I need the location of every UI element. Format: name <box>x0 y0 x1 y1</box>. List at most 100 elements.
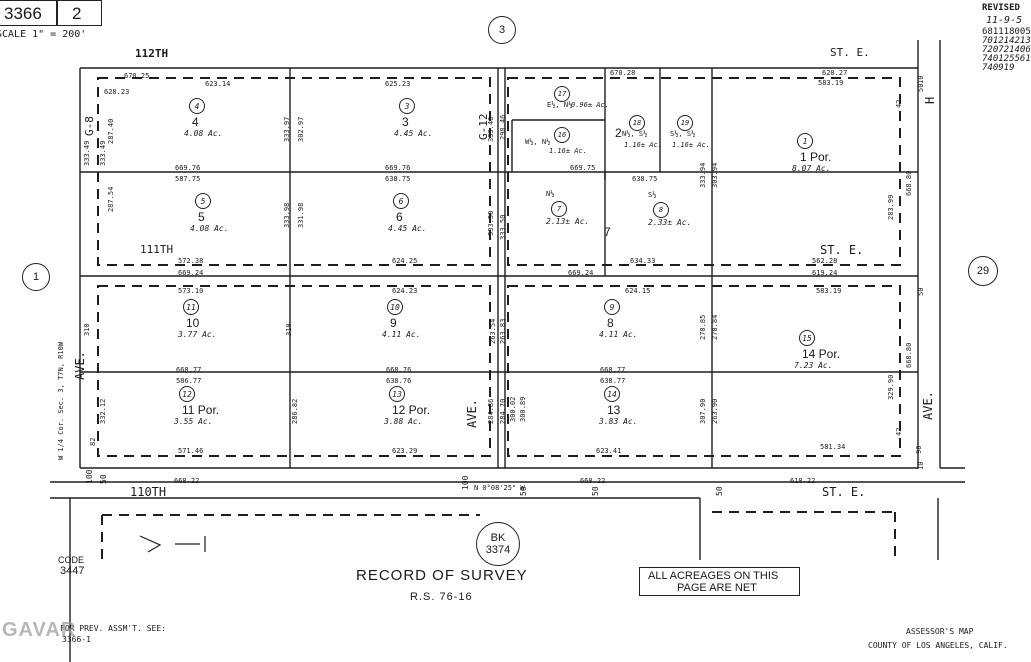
dimension-label: 329.90 <box>887 374 895 400</box>
dimension-label: 310 <box>83 323 91 336</box>
dimension-label: 284.70 <box>499 398 507 424</box>
parcel-number: 2 <box>615 126 622 140</box>
dimension-label: 624.25 <box>392 257 418 265</box>
dimension-label: 638.77 <box>600 377 626 385</box>
road-width-label: 50 <box>715 486 724 496</box>
parcel-number: 13 <box>607 403 621 417</box>
subparcel-circle: 7 <box>551 201 567 217</box>
previous-assessment-note: FOR PREV. ASSM'T. SEE: <box>60 624 166 633</box>
dimension-label: 270.85 <box>699 314 707 340</box>
parcel-acreage: 3.77 Ac. <box>178 330 217 339</box>
parcel-number: 5 <box>198 210 205 224</box>
dimension-label: 333.50 <box>499 214 507 240</box>
subparcel-description: E½, N½ <box>547 101 573 109</box>
dimension-label: 670.25 <box>124 72 150 80</box>
watermark: GAVAR <box>2 619 77 641</box>
subparcel-acreage: 1.16± Ac. <box>624 141 662 149</box>
parcel-acreage: 4.08 Ac. <box>190 224 229 233</box>
parcel-circle: 6 <box>393 193 409 209</box>
subparcel-circle: 18 <box>629 115 645 131</box>
footer-county: COUNTY OF LOS ANGELES, CALIF. <box>868 641 1008 650</box>
acreage-note: PAGE ARE NET <box>677 582 757 594</box>
street-label: H <box>923 96 937 104</box>
dimension-label: 625.23 <box>385 80 411 88</box>
parcel-number: 9 <box>390 316 397 330</box>
dimension-label: 668.22 <box>174 477 200 485</box>
dimension-label: 638.75 <box>385 175 411 183</box>
previous-assessment-ref: 3366-1 <box>62 635 91 644</box>
book-number: 3366 <box>4 4 42 23</box>
dimension-label: 668.76 <box>386 366 412 374</box>
dimension-label: 10 <box>917 461 925 470</box>
dimension-label: 620.27 <box>822 69 848 77</box>
dimension-label: 618.22 <box>790 477 816 485</box>
dimension-label: 571.46 <box>178 447 204 455</box>
dimension-label: 573.10 <box>178 287 204 295</box>
street-label: ST. E. <box>822 485 866 499</box>
dimension-label: 628.23 <box>104 88 130 96</box>
dimension-label: 669.76 <box>175 164 201 172</box>
section-note: W 1/4 Cor. Sec. 3, T7N, R10W <box>57 341 65 460</box>
parcel-acreage: 4.45 Ac. <box>388 224 427 233</box>
dimension-label: 50 <box>917 83 925 92</box>
dimension-label: 10 <box>917 75 925 84</box>
revised-label: REVISED <box>982 3 1020 13</box>
dimension-label: 284.86 <box>487 398 495 424</box>
dimension-label: 286.82 <box>291 398 299 424</box>
dimension-label: 586.77 <box>176 377 202 385</box>
parcel-number: 3 <box>402 115 409 129</box>
record-ref: R.S. 76-16 <box>410 591 473 603</box>
parcel-number: 12 Por. <box>392 403 431 417</box>
dimension-label: 670.28 <box>610 69 636 77</box>
street-label: 110TH <box>130 485 167 499</box>
road-width-label: 100 <box>85 469 94 484</box>
street-label: G-8 <box>83 116 96 136</box>
street-label: ST. E. <box>830 46 870 59</box>
dimension-label: 287.54 <box>107 186 115 212</box>
dimension-label: 562.28 <box>812 257 838 265</box>
dimension-label: 42 <box>895 427 903 436</box>
dimension-label: 302.97 <box>297 116 305 142</box>
subparcel-circle: 8 <box>653 202 669 218</box>
parcel-circle: 13 <box>389 386 405 402</box>
parcel-acreage: 4.45 Ac. <box>394 129 433 138</box>
subparcel-acreage: 0.96± Ac. <box>571 101 609 109</box>
subparcel-description: N½, S½ <box>622 130 648 138</box>
dimension-label: 624.15 <box>625 287 651 295</box>
page-number: 2 <box>72 4 82 23</box>
subparcel-description: N½ <box>546 190 555 198</box>
subparcel-circle: 17 <box>554 86 570 102</box>
dimension-label: 263.83 <box>499 318 507 344</box>
parcel-acreage: 4.11 Ac. <box>382 330 421 339</box>
parcel-number: 6 <box>396 210 403 224</box>
dimension-label: 668.80 <box>905 170 913 196</box>
dimension-label: 587.75 <box>175 175 201 183</box>
dimension-label: 263.54 <box>489 318 497 344</box>
dimension-label: 623.14 <box>205 80 231 88</box>
parcel-circle: 5 <box>195 193 211 209</box>
road-width-label: 50 <box>519 486 528 496</box>
dimension-label: 581.34 <box>820 443 846 451</box>
dimension-label: 668.80 <box>905 342 913 368</box>
street-label: 112TH <box>135 47 169 60</box>
dimension-label: 298.46 <box>499 114 507 140</box>
street-label: ST. E. <box>820 243 864 257</box>
parcel-number: 11 Por. <box>182 403 220 417</box>
subparcel-acreage: 1.16± Ac. <box>549 147 587 155</box>
subparcel-description: W½, N½ <box>525 138 551 146</box>
subparcel-circle: 16 <box>554 127 570 143</box>
adjacent-page-left: 1 <box>22 263 50 291</box>
subparcel-acreage: 1.16± Ac. <box>672 141 710 149</box>
parcel-circle: 10 <box>387 299 403 315</box>
dimension-label: 623.29 <box>392 447 418 455</box>
page-number-box <box>56 0 102 26</box>
dimension-label: 287.40 <box>107 118 115 144</box>
parcel-acreage: 3.83 Ac. <box>599 417 638 426</box>
record-title: RECORD OF SURVEY <box>356 567 528 584</box>
dimension-label: 669.75 <box>570 164 596 172</box>
dimension-label: 283.99 <box>887 194 895 220</box>
dimension-label: 333.94 <box>699 162 707 188</box>
adjacent-page-right: 29 <box>968 256 998 286</box>
